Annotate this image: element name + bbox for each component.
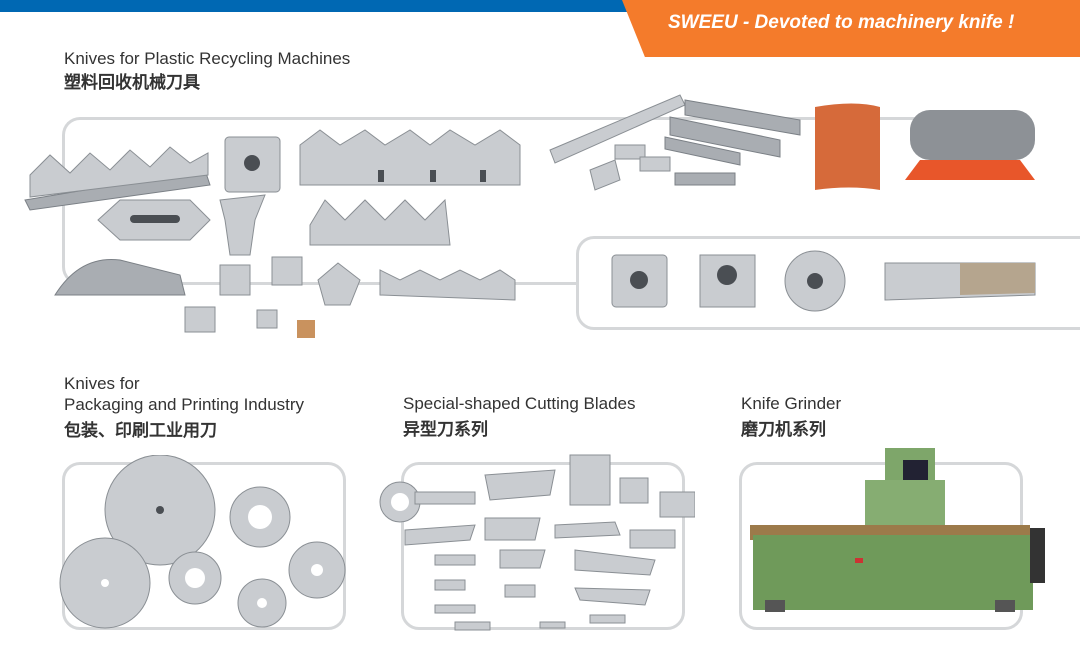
section-title-special-shaped: Special-shaped Cutting Blades 异型刀系列 [403, 393, 635, 440]
title-en: Special-shaped Cutting Blades [403, 394, 636, 413]
circular-blades-image [59, 455, 346, 629]
slogan-banner [622, 0, 1080, 57]
title-cn: 塑料回收机械刀具 [64, 73, 200, 92]
section-title-plastic-recycling: Knives for Plastic Recycling Machines 塑料… [64, 48, 350, 93]
section-title-knife-grinder: Knife Grinder 磨刀机系列 [741, 393, 841, 440]
top-blue-bar [0, 0, 640, 12]
title-en: Knife Grinder [741, 394, 842, 413]
title-cn: 磨刀机系列 [741, 420, 826, 439]
title-cn: 包装、印刷工业用刀 [64, 421, 217, 440]
section-title-packaging: Knives for Packaging and Printing Indust… [64, 373, 304, 441]
special-shaped-blades-image [379, 454, 695, 631]
slogan-text: SWEEU - Devoted to machinery knife ! [668, 12, 1015, 33]
title-en: Knives for Plastic Recycling Machines [64, 49, 351, 68]
knife-grinder-machine-image [750, 448, 1045, 612]
plastic-recycling-knives-image [24, 94, 1036, 338]
title-en-line2: Packaging and Printing Industry [64, 395, 305, 414]
title-en-line1: Knives for [64, 374, 140, 393]
title-cn: 异型刀系列 [403, 420, 488, 439]
